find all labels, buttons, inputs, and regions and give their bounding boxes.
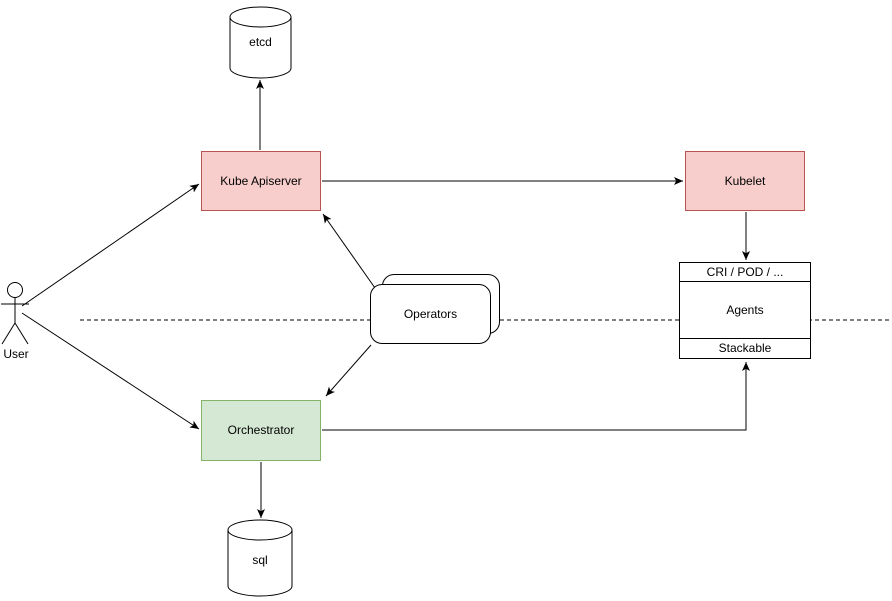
edge-orchestrator-to-stackable[interactable] [322, 362, 750, 431]
actor-left-leg [1, 322, 16, 345]
sql-cylinder[interactable] [227, 519, 293, 597]
agents-stack-row-cri-pod[interactable]: CRI / POD / ... [680, 263, 810, 282]
edge-user-to-kube-apiserver[interactable] [21, 183, 200, 307]
etcd-cylinder-top [229, 6, 292, 28]
node-operators[interactable]: Operators [370, 284, 491, 344]
node-kubelet[interactable]: Kubelet [685, 151, 805, 211]
node-kube-apiserver-label: Kube Apiserver [220, 173, 302, 188]
sql-cylinder-body [227, 529, 293, 597]
agents-stack-row-cri-pod-label: CRI / POD / ... [706, 264, 784, 279]
edge-operators-to-kube-apiserver[interactable] [322, 213, 376, 289]
user-label: User [3, 347, 29, 361]
agents-stack-row-agents[interactable]: Agents [680, 282, 810, 338]
node-operators-label: Operators [403, 306, 458, 321]
user-actor[interactable] [1, 282, 29, 345]
etcd-cylinder[interactable] [229, 6, 292, 79]
node-orchestrator-label: Orchestrator [227, 423, 295, 438]
agents-stack-row-agents-label: Agents [726, 302, 764, 317]
node-orchestrator[interactable]: Orchestrator [201, 400, 321, 461]
agents-stack-row-stackable[interactable]: Stackable [680, 338, 810, 358]
node-agents-stack[interactable]: CRI / POD / ... Agents Stackable [679, 262, 811, 359]
agents-stack-row-stackable-label: Stackable [718, 341, 772, 356]
edge-operators-to-orchestrator[interactable] [325, 344, 372, 397]
edge-user-to-orchestrator[interactable] [21, 312, 200, 430]
sql-cylinder-top [227, 519, 293, 541]
etcd-cylinder-body [229, 16, 292, 79]
node-kubelet-label: Kubelet [724, 173, 766, 188]
actor-head [7, 282, 23, 298]
sql-label: sql [252, 553, 268, 567]
actor-right-leg [14, 322, 29, 345]
etcd-label: etcd [249, 35, 272, 49]
node-kube-apiserver[interactable]: Kube Apiserver [201, 151, 321, 211]
